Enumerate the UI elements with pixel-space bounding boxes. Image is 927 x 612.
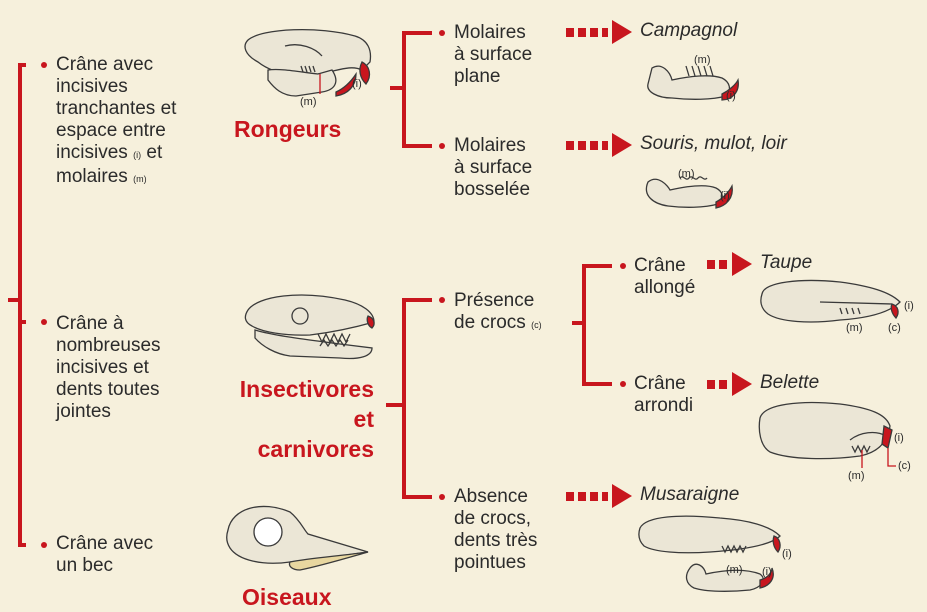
- arrow-souris: [566, 133, 632, 157]
- sub-line: à surface: [454, 157, 532, 179]
- criterion-2-line: incisives et: [56, 357, 161, 379]
- bird-skull-icon: [227, 506, 368, 570]
- label-molar: (m): [726, 564, 743, 576]
- main-bracket: [20, 65, 26, 545]
- arrow-campagnol: [566, 20, 632, 44]
- sub-line: plane: [454, 66, 532, 88]
- carnivore-skull-icon: [245, 295, 374, 358]
- group-insectivores-line: et: [226, 404, 374, 434]
- sub-line: Présence: [454, 290, 542, 312]
- criterion-1-line: incisives: [56, 76, 176, 98]
- sub-line: Molaires: [454, 22, 532, 44]
- criterion-2-line: Crâne à: [56, 313, 161, 335]
- label-molar: (m): [300, 96, 317, 108]
- group-insectivores: Insectivores et carnivores: [226, 374, 374, 464]
- sub-line: de crocs (c): [454, 312, 542, 336]
- arrow-musaraigne: [566, 484, 632, 508]
- criterion-2: Crâne à nombreuses incisives et dents to…: [56, 313, 161, 423]
- sub-molaires-plane: Molaires à surface plane: [454, 22, 532, 88]
- label-canine: (c): [888, 322, 901, 334]
- criterion-2-line: dents toutes: [56, 379, 161, 401]
- rodent-bracket: [404, 33, 432, 146]
- label-incisor: (i): [726, 90, 736, 102]
- label-incisor: (i): [352, 78, 362, 90]
- group-insectivores-line: carnivores: [226, 434, 374, 464]
- label-molar: (m): [848, 470, 865, 482]
- crocs-bracket: [584, 266, 612, 384]
- criterion-1-line: Crâne avec: [56, 54, 176, 76]
- sub-line: de crocs,: [454, 508, 537, 530]
- taupe-skull-icon: [761, 281, 900, 323]
- sub-line: allongé: [634, 277, 695, 299]
- label-canine: (c): [898, 460, 911, 472]
- label-incisor: (i): [762, 566, 772, 578]
- criterion-3-line: un bec: [56, 555, 153, 577]
- label-incisor: (i): [904, 300, 914, 312]
- sub-line: à surface: [454, 44, 532, 66]
- label-molar: (m): [678, 168, 695, 180]
- species-musaraigne: Musaraigne: [640, 484, 739, 506]
- arrow-taupe: [707, 252, 752, 276]
- sub-line: dents très: [454, 530, 537, 552]
- group-insectivores-line: Insectivores: [226, 374, 374, 404]
- criterion-1-line: tranchantes et: [56, 98, 176, 120]
- sub-line: arrondi: [634, 395, 693, 417]
- arrow-belette: [707, 372, 752, 396]
- belette-skull-icon: [759, 403, 896, 468]
- label-incisor: (i): [782, 548, 792, 560]
- sub-line: Crâne: [634, 255, 695, 277]
- group-rongeurs: Rongeurs: [234, 114, 341, 144]
- label-molar: (m): [846, 322, 863, 334]
- campagnol-jaw-icon: [648, 66, 739, 100]
- sub-line: Absence: [454, 486, 537, 508]
- criterion-3: Crâne avec un bec: [56, 533, 153, 577]
- criterion-2-line: nombreuses: [56, 335, 161, 357]
- species-souris: Souris, mulot, loir: [640, 133, 787, 155]
- insect-bracket: [404, 300, 432, 497]
- sub-molaires-bosselee: Molaires à surface bosselée: [454, 135, 532, 201]
- sub-absence-crocs: Absence de crocs, dents très pointues: [454, 486, 537, 574]
- species-belette: Belette: [760, 372, 819, 394]
- sub-line: Crâne: [634, 373, 693, 395]
- criterion-1: Crâne avec incisives tranchantes et espa…: [56, 54, 176, 190]
- sub-line: Molaires: [454, 135, 532, 157]
- sub-presence-crocs: Présence de crocs (c): [454, 290, 542, 336]
- species-campagnol: Campagnol: [640, 20, 737, 42]
- label-incisor: (i): [894, 432, 904, 444]
- criterion-1-line: espace entre: [56, 120, 176, 142]
- label-molar: (m): [694, 54, 711, 66]
- criterion-1-line: incisives (i) et: [56, 142, 176, 166]
- sub-line: bosselée: [454, 179, 532, 201]
- criterion-3-line: Crâne avec: [56, 533, 153, 555]
- criterion-2-line: jointes: [56, 401, 161, 423]
- musaraigne-skull-icon: [639, 516, 780, 591]
- sub-crane-allonge: Crâne allongé: [634, 255, 695, 299]
- sub-line: pointues: [454, 552, 537, 574]
- species-taupe: Taupe: [760, 252, 812, 274]
- sub-crane-arrondi: Crâne arrondi: [634, 373, 693, 417]
- label-incisor: (i): [720, 190, 730, 202]
- criterion-1-line: molaires (m): [56, 166, 176, 190]
